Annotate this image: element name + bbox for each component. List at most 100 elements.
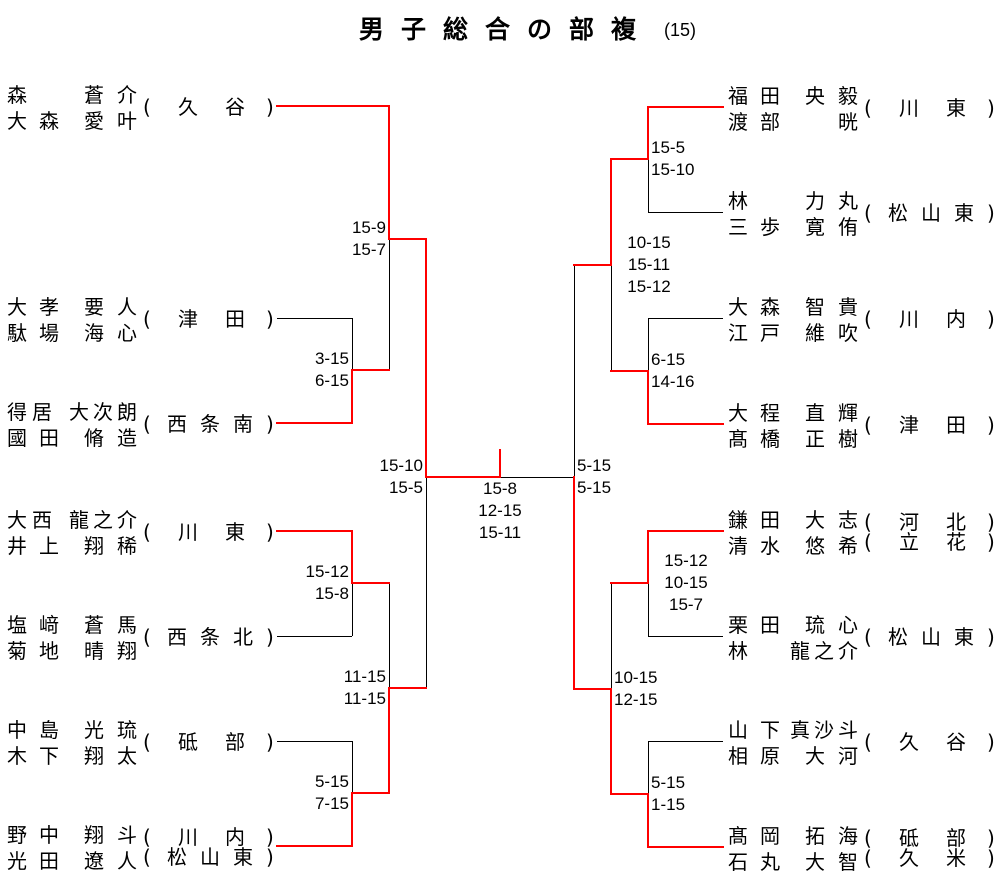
family-name: 得居 bbox=[7, 400, 57, 424]
given-name: 拓海 bbox=[805, 824, 871, 848]
family-name: 林 bbox=[728, 639, 760, 663]
match-score: 15-9 bbox=[351, 218, 386, 237]
player-name: 中島光琉 bbox=[0, 717, 300, 743]
given-name: 直輝 bbox=[805, 401, 871, 425]
paren-close: ) bbox=[987, 201, 995, 225]
school-name: (川東) bbox=[0, 519, 300, 545]
match-score: 1-15 bbox=[651, 795, 686, 814]
page-title: 男子総合の部複 bbox=[359, 15, 654, 44]
school-label: 久谷 bbox=[178, 95, 272, 119]
right-entry: 髙岡拓海石丸大智(砥部)(久米) bbox=[721, 823, 1001, 875]
given-name: 蒼馬 bbox=[84, 613, 150, 637]
left-entry: 大西龍之介井上翔稀(川東) bbox=[0, 507, 300, 559]
match-score: 12-15 bbox=[614, 690, 658, 709]
match-score: 11-15 bbox=[343, 667, 386, 686]
left-entry: 中島光琉木下翔太(砥部) bbox=[0, 717, 300, 769]
family-name: 三歩 bbox=[728, 215, 792, 239]
given-name: 正樹 bbox=[805, 427, 871, 451]
paren-open: ( bbox=[864, 625, 872, 649]
family-name: 石丸 bbox=[728, 850, 792, 874]
right-entry: 鎌田大志清水悠希(河北)(立花) bbox=[721, 507, 1001, 559]
match-score: 15-10 bbox=[651, 160, 695, 179]
left-entry: 森蒼介大森愛叶(久谷) bbox=[0, 82, 300, 134]
family-name: 駄場 bbox=[7, 321, 71, 345]
player-name: 石丸大智 bbox=[721, 849, 1001, 875]
paren-open: ( bbox=[143, 95, 151, 119]
right-entry: 林力丸三歩寛侑(松山東) bbox=[721, 188, 1001, 240]
right-entry: 福田央毅渡部晄(川東) bbox=[721, 83, 1001, 135]
match-score: 6-15 bbox=[651, 350, 686, 369]
match-score: 15-8 bbox=[314, 584, 349, 603]
family-name: 大程 bbox=[728, 401, 792, 425]
school-name: (久谷) bbox=[721, 729, 1001, 755]
match-score: 3-15 bbox=[314, 349, 349, 368]
family-name: 井上 bbox=[7, 534, 71, 558]
paren-open: ( bbox=[143, 625, 151, 649]
left-entry: 野中翔斗光田遼人(川内)(松山東) bbox=[0, 822, 300, 874]
player-name: 大孝要人 bbox=[0, 294, 300, 320]
right-entry: 栗田琉心林龍之介(松山東) bbox=[721, 612, 1001, 664]
school-name: (川内) bbox=[721, 306, 1001, 332]
player-name: 林龍之介 bbox=[721, 638, 1001, 664]
school-label: 松山東 bbox=[167, 845, 266, 869]
school-label: 西条南 bbox=[167, 412, 266, 436]
match-score: 15-12 bbox=[627, 277, 671, 296]
match-score: 15-12 bbox=[305, 562, 349, 581]
paren-open: ( bbox=[864, 510, 872, 534]
school-label: 砥部 bbox=[178, 730, 272, 754]
given-name: 脩造 bbox=[84, 426, 150, 450]
given-name: 維吹 bbox=[805, 321, 871, 345]
school-label: 津田 bbox=[178, 307, 272, 331]
player-name: 駄場海心 bbox=[0, 320, 300, 346]
player-name: 國田脩造 bbox=[0, 425, 300, 451]
given-name: 智貴 bbox=[805, 295, 871, 319]
match-score: 14-16 bbox=[651, 372, 695, 391]
family-name: 野中 bbox=[7, 823, 71, 847]
paren-open: ( bbox=[143, 307, 151, 331]
family-name: 栗田 bbox=[728, 613, 792, 637]
paren-close: ) bbox=[987, 826, 995, 850]
family-name: 塩﨑 bbox=[7, 613, 71, 637]
paren-close: ) bbox=[266, 412, 274, 436]
school-name: (砥部) bbox=[721, 828, 1001, 848]
family-name: 林 bbox=[728, 189, 760, 213]
paren-open: ( bbox=[864, 201, 872, 225]
given-name: 大次朗 bbox=[69, 400, 141, 424]
paren-close: ) bbox=[266, 845, 274, 869]
family-name: 大森 bbox=[728, 295, 792, 319]
paren-open: ( bbox=[864, 413, 872, 437]
family-name: 渡部 bbox=[728, 110, 792, 134]
player-name: 栗田琉心 bbox=[721, 612, 1001, 638]
paren-close: ) bbox=[266, 825, 274, 849]
given-name: 遼人 bbox=[84, 849, 150, 873]
school-label: 松山東 bbox=[888, 625, 987, 649]
school-name: (松山東) bbox=[0, 847, 300, 867]
given-name: 大志 bbox=[805, 508, 871, 532]
school-name: (川東) bbox=[721, 95, 1001, 121]
match-score: 15-5 bbox=[388, 478, 423, 497]
school-name: (松山東) bbox=[721, 200, 1001, 226]
school-label: 川東 bbox=[899, 96, 993, 120]
given-name: 翔斗 bbox=[84, 823, 150, 847]
match-score: 15-12 bbox=[664, 551, 708, 570]
player-name: 菊地晴翔 bbox=[0, 638, 300, 664]
family-name: 清水 bbox=[728, 534, 792, 558]
player-name: 木下翔太 bbox=[0, 743, 300, 769]
family-name: 光田 bbox=[7, 849, 71, 873]
paren-open: ( bbox=[864, 307, 872, 331]
match-score: 5-15 bbox=[314, 772, 349, 791]
family-name: 髙橋 bbox=[728, 427, 792, 451]
given-name: 寛侑 bbox=[805, 215, 871, 239]
school-name: (久米) bbox=[721, 848, 1001, 868]
match-score: 7-15 bbox=[314, 794, 349, 813]
right-entry: 大程直輝髙橋正樹(津田) bbox=[721, 400, 1001, 452]
player-name: 大程直輝 bbox=[721, 400, 1001, 426]
paren-close: ) bbox=[266, 307, 274, 331]
given-name: 蒼介 bbox=[84, 83, 150, 107]
player-name: 大森愛叶 bbox=[0, 108, 300, 134]
given-name: 愛叶 bbox=[84, 109, 150, 133]
given-name: 琉心 bbox=[805, 613, 871, 637]
